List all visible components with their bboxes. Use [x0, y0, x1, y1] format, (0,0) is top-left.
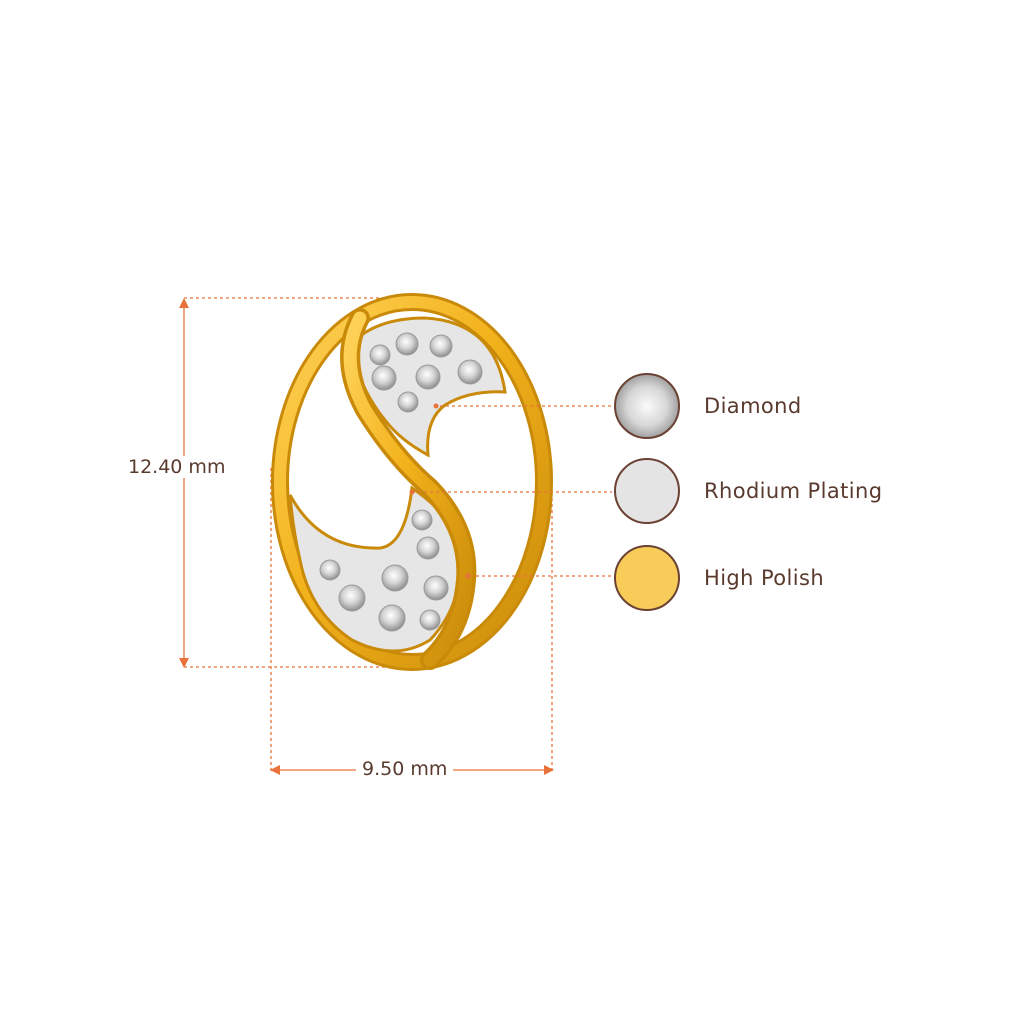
legend-item-rhodium-plating: Rhodium Plating: [614, 453, 882, 529]
width-dimension-label: 9.50 mm: [356, 758, 454, 780]
legend-label-rhodium-plating: Rhodium Plating: [704, 479, 883, 503]
legend-label-diamond: Diamond: [704, 394, 802, 418]
legend-leaders: [412, 405, 612, 577]
high-polish-icon: [614, 545, 680, 611]
diamond-icon: [614, 373, 680, 439]
legend-item-high-polish: High Polish: [614, 540, 824, 616]
diamond-stones-top: [369, 332, 483, 413]
legend-item-diamond: Diamond: [614, 368, 802, 444]
rhodium-plating-icon: [614, 458, 680, 524]
diamond-stones-bottom: [319, 509, 449, 632]
legend-label-high-polish: High Polish: [704, 566, 825, 590]
height-dimension-label: 12.40 mm: [122, 456, 232, 478]
pendant-image: [271, 293, 553, 671]
leader-dots: [409, 403, 471, 579]
